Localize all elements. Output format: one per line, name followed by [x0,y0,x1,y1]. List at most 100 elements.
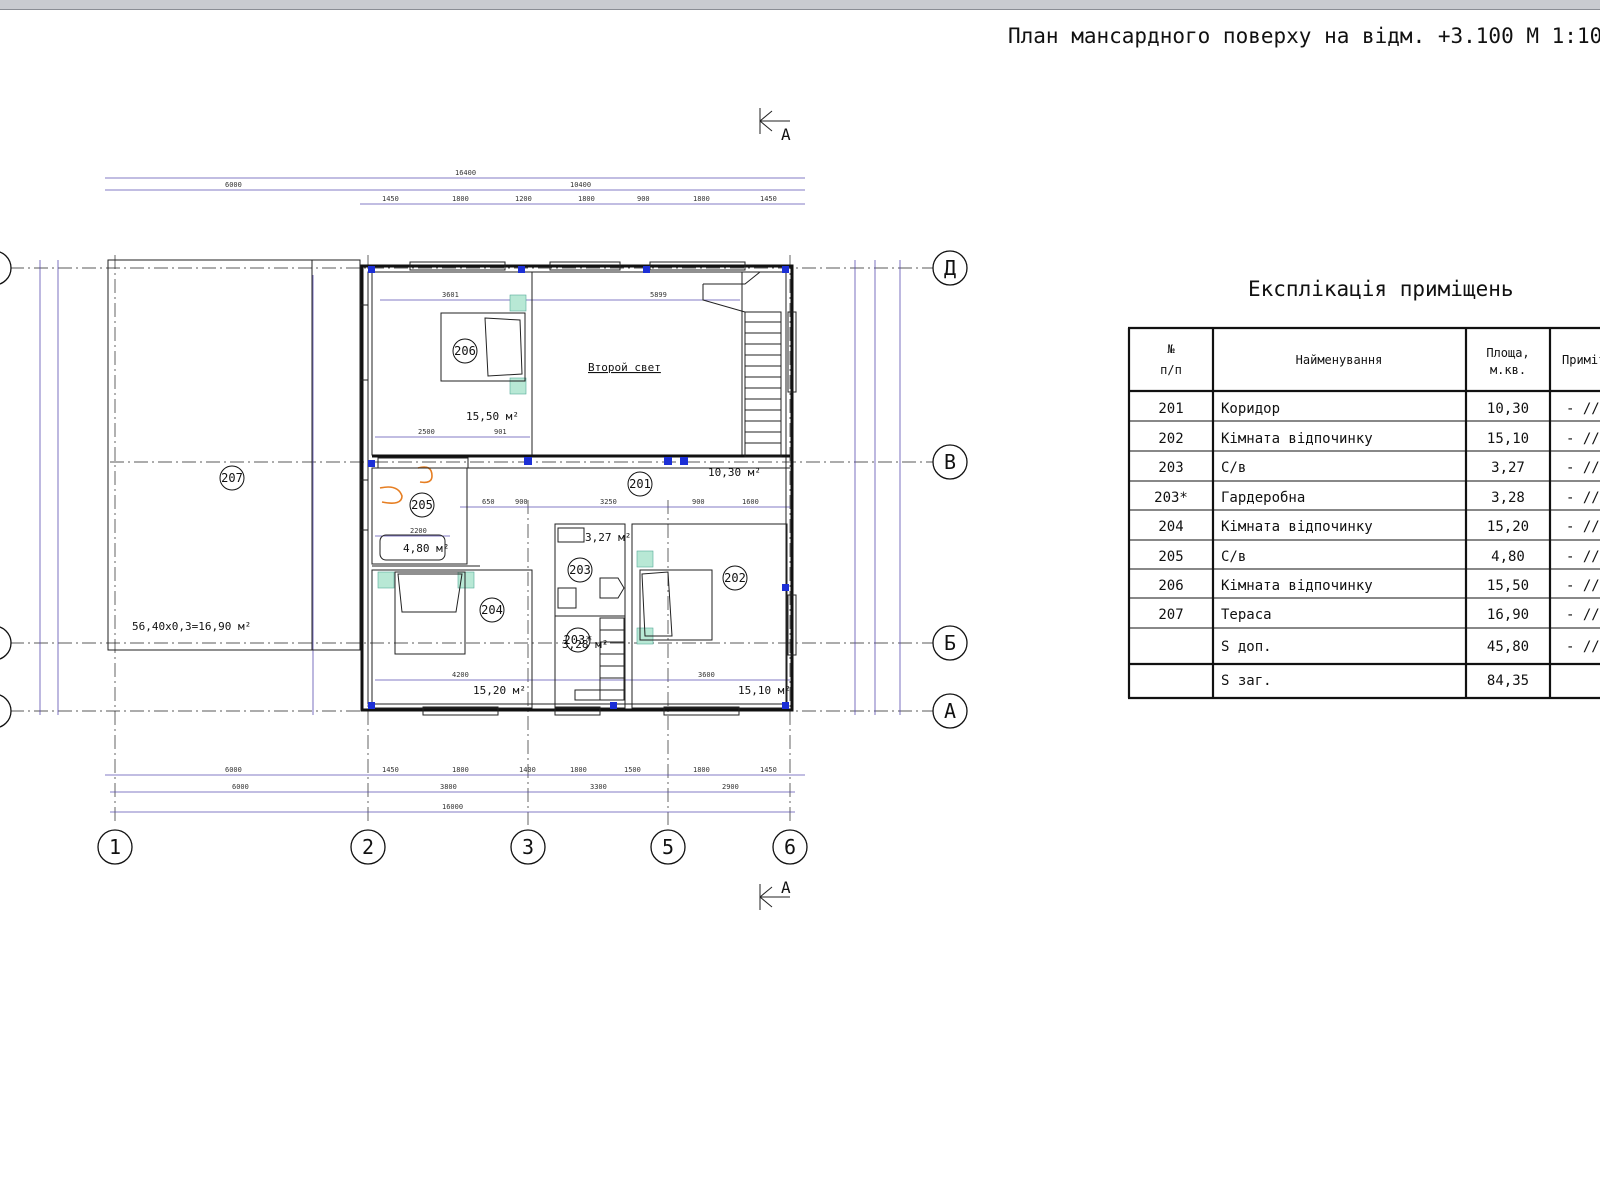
cell-name: С/в [1221,549,1246,565]
svg-text:Приміт.: Приміт. [1562,353,1600,367]
svg-text:10400: 10400 [570,181,591,189]
svg-text:650: 650 [482,498,495,506]
room-label-201: 201 10,30 м² [627,466,761,497]
cell-area: 10,30 [1487,401,1529,417]
cell-area: 4,80 [1491,549,1525,565]
room-label-206: 206 15,50 м² [452,338,519,423]
axis-bubble-B: Б [932,625,968,661]
cell-no: 201 [1158,401,1183,417]
axis-bubble-3: 3 [510,829,546,865]
svg-text:206: 206 [454,344,476,358]
cell-name: Гардеробна [1221,490,1305,506]
svg-text:п/п: п/п [1160,363,1182,377]
cell-name: Коридор [1221,401,1280,417]
cell-note: - // [1566,607,1600,623]
svg-text:201: 201 [629,477,651,491]
terrace-outline [107,259,361,651]
svg-text:900: 900 [515,498,528,506]
section-mark-bottom: А [759,878,791,910]
svg-text:1400: 1400 [519,766,536,774]
cell-no: 206 [1158,578,1183,594]
room-label-203: 203 3,27 м² [567,531,631,583]
axis-bubble-V: В [932,444,968,480]
cell-no: 202 [1158,431,1183,447]
cell-no: 207 [1158,607,1183,623]
svg-text:А: А [944,699,956,723]
svg-text:3250: 3250 [600,498,617,506]
svg-text:3: 3 [522,835,534,859]
svg-text:203: 203 [569,563,591,577]
svg-text:1450: 1450 [382,766,399,774]
cell-area: 45,80 [1487,639,1529,655]
axis-grid-lines [10,255,935,825]
svg-text:2500: 2500 [418,428,435,436]
axis-bubble-5: 5 [650,829,686,865]
cell-area: 3,27 [1491,460,1525,476]
axis-bubble-D: Д [932,250,968,286]
cell-name: S доп. [1221,639,1272,655]
svg-text:1450: 1450 [760,766,777,774]
cell-name: Кімната відпочинку [1221,578,1373,594]
svg-text:1200: 1200 [515,195,532,203]
svg-text:901: 901 [494,428,507,436]
cell-name: S заг. [1221,673,1272,689]
svg-text:2200: 2200 [410,527,427,535]
svg-text:5: 5 [662,835,674,859]
svg-text:207: 207 [221,471,243,485]
svg-text:1: 1 [109,835,121,859]
svg-text:№: № [1167,342,1175,356]
svg-text:В: В [944,450,956,474]
window-top-bar [0,0,1600,10]
cell-area: 15,10 [1487,431,1529,447]
cell-no: 205 [1158,549,1183,565]
table-row: S доп. 45,80 - // [1221,639,1600,655]
svg-text:15,20 м²: 15,20 м² [473,684,526,697]
table-row: S заг. 84,35 [1221,673,1529,689]
cell-no: 203* [1154,490,1188,506]
second-light-label: Второй свет [588,361,661,374]
svg-text:2900: 2900 [722,783,739,791]
room-label-202: 202 15,10 м² [722,565,791,697]
svg-text:1800: 1800 [693,195,710,203]
svg-text:Д: Д [944,256,956,280]
svg-text:56,40х0,3=16,90 м²: 56,40х0,3=16,90 м² [132,620,251,633]
structural-columns [368,266,789,709]
cell-note: - // [1566,401,1600,417]
cell-area: 15,20 [1487,519,1529,535]
cell-area: 3,28 [1491,490,1525,506]
svg-text:6: 6 [784,835,796,859]
room-label-205: 205 4,80 м² [403,492,449,555]
svg-text:1450: 1450 [382,195,399,203]
svg-text:1450: 1450 [760,195,777,203]
cell-area: 84,35 [1487,673,1529,689]
svg-text:4200: 4200 [452,671,469,679]
svg-text:3600: 3600 [698,671,715,679]
svg-text:3800: 3800 [440,783,457,791]
drawing-title: План мансардного поверху на відм. +3.100… [1008,24,1600,48]
svg-text:1800: 1800 [452,195,469,203]
cell-name: С/в [1221,460,1246,476]
cell-name: Тераса [1221,607,1272,623]
axis-bubble-left-partial [0,251,12,728]
svg-text:15,10 м²: 15,10 м² [738,684,791,697]
cell-no: 204 [1158,519,1183,535]
cell-note: - // [1566,519,1600,535]
furniture [377,294,713,655]
svg-text:1800: 1800 [570,766,587,774]
table-header: № п/п Найменування Площа, м.кв. Приміт. [1160,342,1600,377]
windows [359,261,797,716]
cell-note: - // [1566,639,1600,655]
svg-text:6000: 6000 [225,181,242,189]
cell-note: - // [1566,578,1600,594]
svg-text:16000: 16000 [442,803,463,811]
svg-text:3601: 3601 [442,291,459,299]
svg-text:4,80 м²: 4,80 м² [403,542,449,555]
room-label-203-star: 203* 3,28 м² [562,627,608,653]
